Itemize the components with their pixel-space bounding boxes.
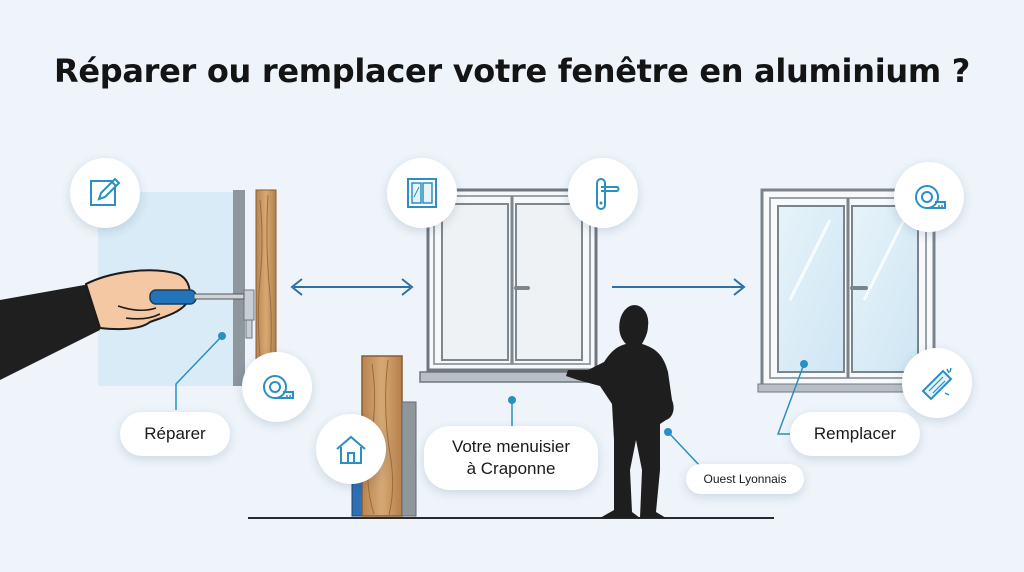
aluminium-profile-left: [233, 190, 245, 386]
home-icon: [316, 414, 386, 484]
tape-measure-icon: [242, 352, 312, 422]
door-handle-icon: [568, 158, 638, 228]
window-hinge: [243, 289, 255, 339]
old-window: [419, 188, 607, 383]
double-arrow: [290, 278, 414, 296]
window-icon: [387, 158, 457, 228]
page-title: Réparer ou remplacer votre fenêtre en al…: [53, 52, 970, 90]
carpenter-label-line2: à Craponne: [466, 459, 556, 478]
new-window: [757, 188, 939, 393]
carpenter-label-line1: Votre menuisier: [451, 437, 571, 456]
region-label-text: Ouest Lyonnais: [703, 472, 787, 486]
worker-arm: [0, 284, 100, 380]
repair-scene: [0, 189, 277, 387]
tape-measure-icon-right: [894, 162, 964, 232]
screwdriver: [149, 289, 245, 305]
region-label: Ouest Lyonnais: [686, 464, 804, 494]
worker-silhouette: [566, 305, 674, 518]
repair-label-text: Réparer: [144, 424, 206, 443]
replace-label-text: Remplacer: [813, 424, 897, 443]
edit-icon: [70, 158, 140, 228]
replace-label: Remplacer: [790, 412, 920, 456]
wood-plank-icon: [902, 348, 972, 418]
repair-label: Réparer: [120, 412, 230, 456]
carpenter-label: Votre menuisier à Craponne: [424, 426, 598, 490]
forward-arrow: [612, 278, 746, 296]
